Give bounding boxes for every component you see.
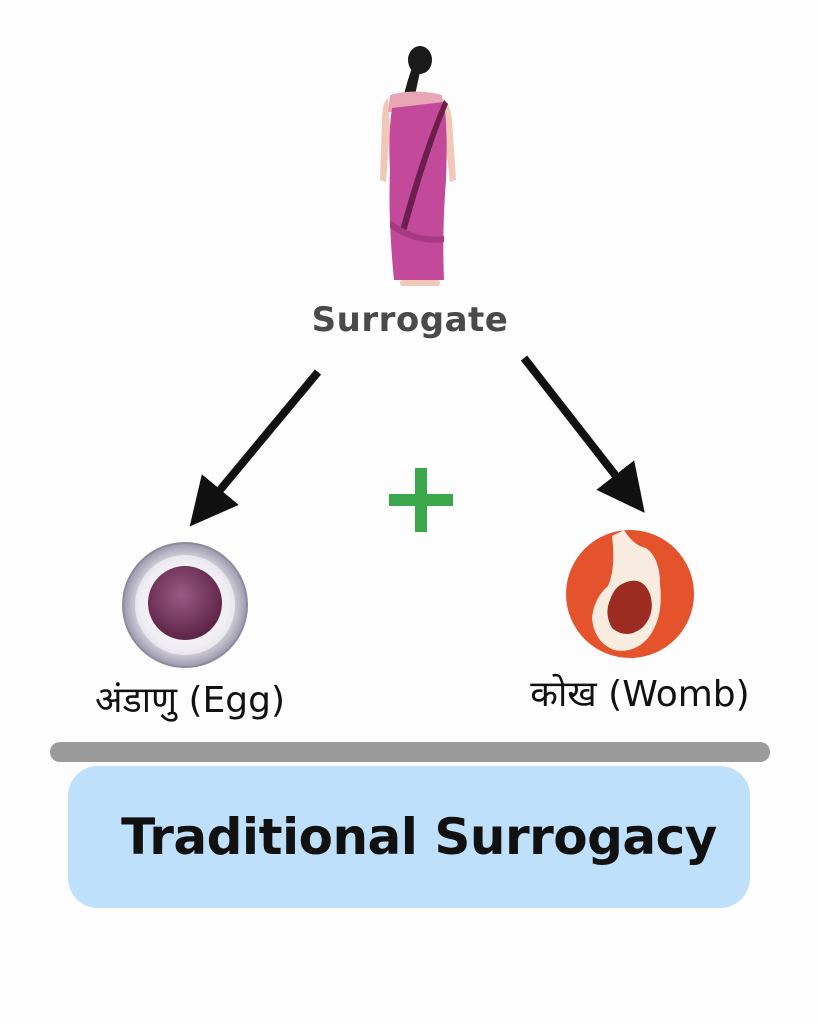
egg-cell-icon xyxy=(122,542,248,668)
egg-label: अंडाणु (Egg) xyxy=(94,680,286,721)
womb-icon xyxy=(566,530,694,658)
arrow-to-egg xyxy=(189,369,322,527)
divider-bar xyxy=(50,742,770,762)
arrow-to-womb xyxy=(520,355,645,513)
title-box xyxy=(68,766,750,908)
plus-icon xyxy=(389,468,453,532)
surrogate-woman-icon xyxy=(380,46,456,286)
diagram-title: Traditional Surrogacy xyxy=(121,808,717,866)
surrogate-label: Surrogate xyxy=(311,300,509,340)
womb-label: कोख (Womb) xyxy=(530,674,750,715)
